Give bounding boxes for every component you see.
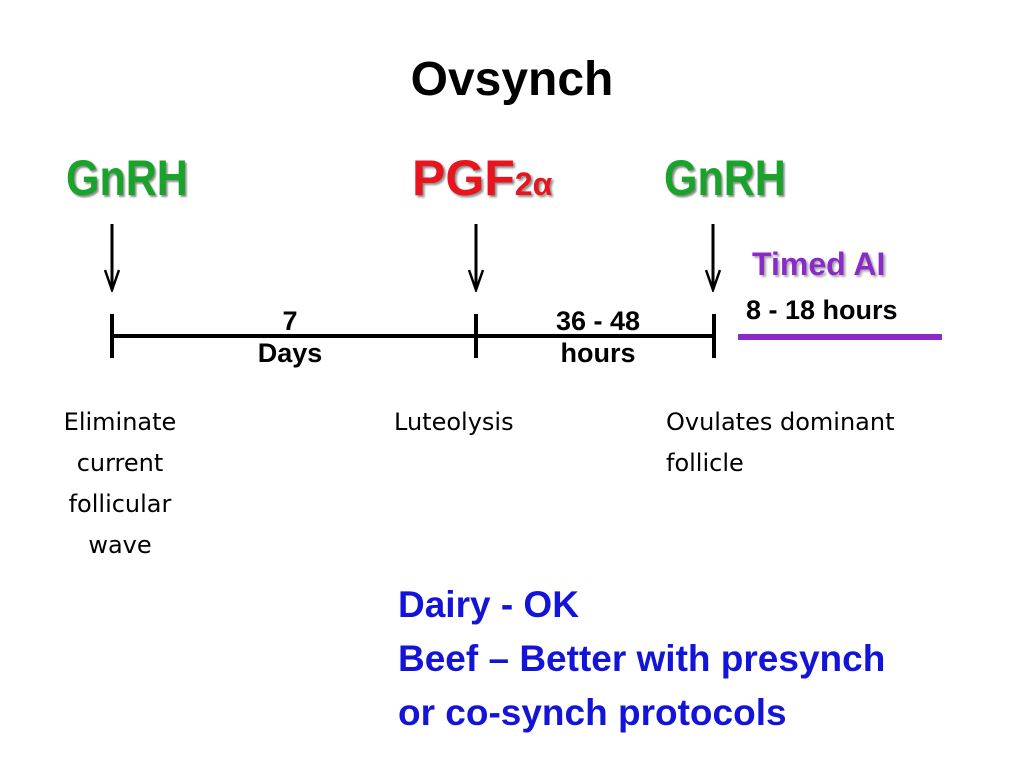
interval-label-2: 36 - 48 hours [528, 305, 668, 369]
note-line: Beef – Better with presynch [398, 638, 886, 679]
hormone-label-gnrh-1: GnRH [66, 150, 188, 206]
hormone-label-gnrh-2: GnRH [664, 150, 786, 206]
note-line: or co-synch protocols [398, 692, 787, 733]
timed-ai-label: Timed AI [752, 246, 886, 282]
effect-line: Eliminate [63, 408, 177, 436]
effect-gnrh-1: Eliminate current follicular wave [20, 402, 220, 566]
interval-unit: Days [257, 338, 323, 368]
arrow-down-icon [468, 224, 484, 292]
interval-value: 36 - 48 [555, 306, 641, 336]
protocol-notes: Dairy - OK Beef – Better with presynch o… [398, 578, 885, 740]
effect-line: follicle [666, 449, 744, 477]
arrow-down-icon [104, 224, 120, 292]
interval-label-1: 7 Days [240, 305, 340, 369]
arrow-down-icon [705, 224, 721, 292]
page-title: Ovsynch [410, 53, 614, 106]
effect-line: current [76, 449, 164, 477]
timeline [110, 314, 716, 358]
hormone-subscript: 2α [514, 166, 553, 202]
effect-line: follicular [68, 490, 172, 518]
note-line: Dairy - OK [398, 584, 579, 625]
effect-line: Luteolysis [394, 408, 514, 436]
timed-ai-window-bar [738, 334, 942, 340]
timed-ai-hours: 8 - 18 hours [746, 295, 898, 325]
effect-pgf2a: Luteolysis [394, 402, 514, 443]
effect-line: Ovulates dominant [666, 408, 895, 436]
interval-value: 7 [282, 306, 298, 336]
effect-line: wave [88, 531, 152, 559]
hormone-label-pgf2a: PGF2α [412, 150, 552, 212]
interval-unit: hours [560, 338, 636, 368]
effect-gnrh-2: Ovulates dominant follicle [666, 402, 895, 484]
hormone-name: PGF [412, 150, 515, 206]
